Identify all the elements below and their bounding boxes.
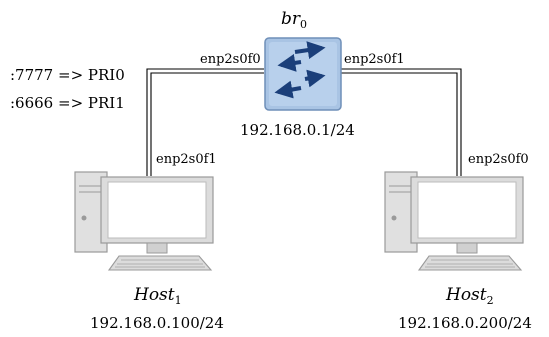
host1-ip-label: 192.168.0.100/24 — [90, 314, 224, 332]
rule-line-1: :7777 => PRI0 — [10, 66, 125, 84]
svg-text:br0: br0 — [281, 9, 307, 31]
switch-icon — [264, 37, 342, 111]
host2-name: Host2 — [445, 285, 494, 307]
rule-line-2: :6666 => PRI1 — [10, 94, 125, 112]
bridge-name: br0 — [281, 9, 307, 31]
host2-port-label: enp2s0f0 — [468, 152, 529, 167]
cable-host1-to-bridge — [146, 68, 264, 176]
cable-bridge-to-host2 — [341, 68, 462, 176]
svg-text:Host2: Host2 — [445, 285, 494, 307]
bridge-port-left-label: enp2s0f0 — [200, 52, 261, 67]
host1-port-label: enp2s0f1 — [156, 152, 217, 167]
bridge-ip-label: 192.168.0.1/24 — [240, 121, 355, 139]
computer-icon — [74, 171, 214, 271]
host2-ip-label: 192.168.0.200/24 — [398, 314, 532, 332]
bridge-port-right-label: enp2s0f1 — [344, 52, 405, 67]
host1-name: Host1 — [133, 285, 182, 307]
svg-text:Host1: Host1 — [133, 285, 182, 307]
computer-icon — [384, 171, 524, 271]
